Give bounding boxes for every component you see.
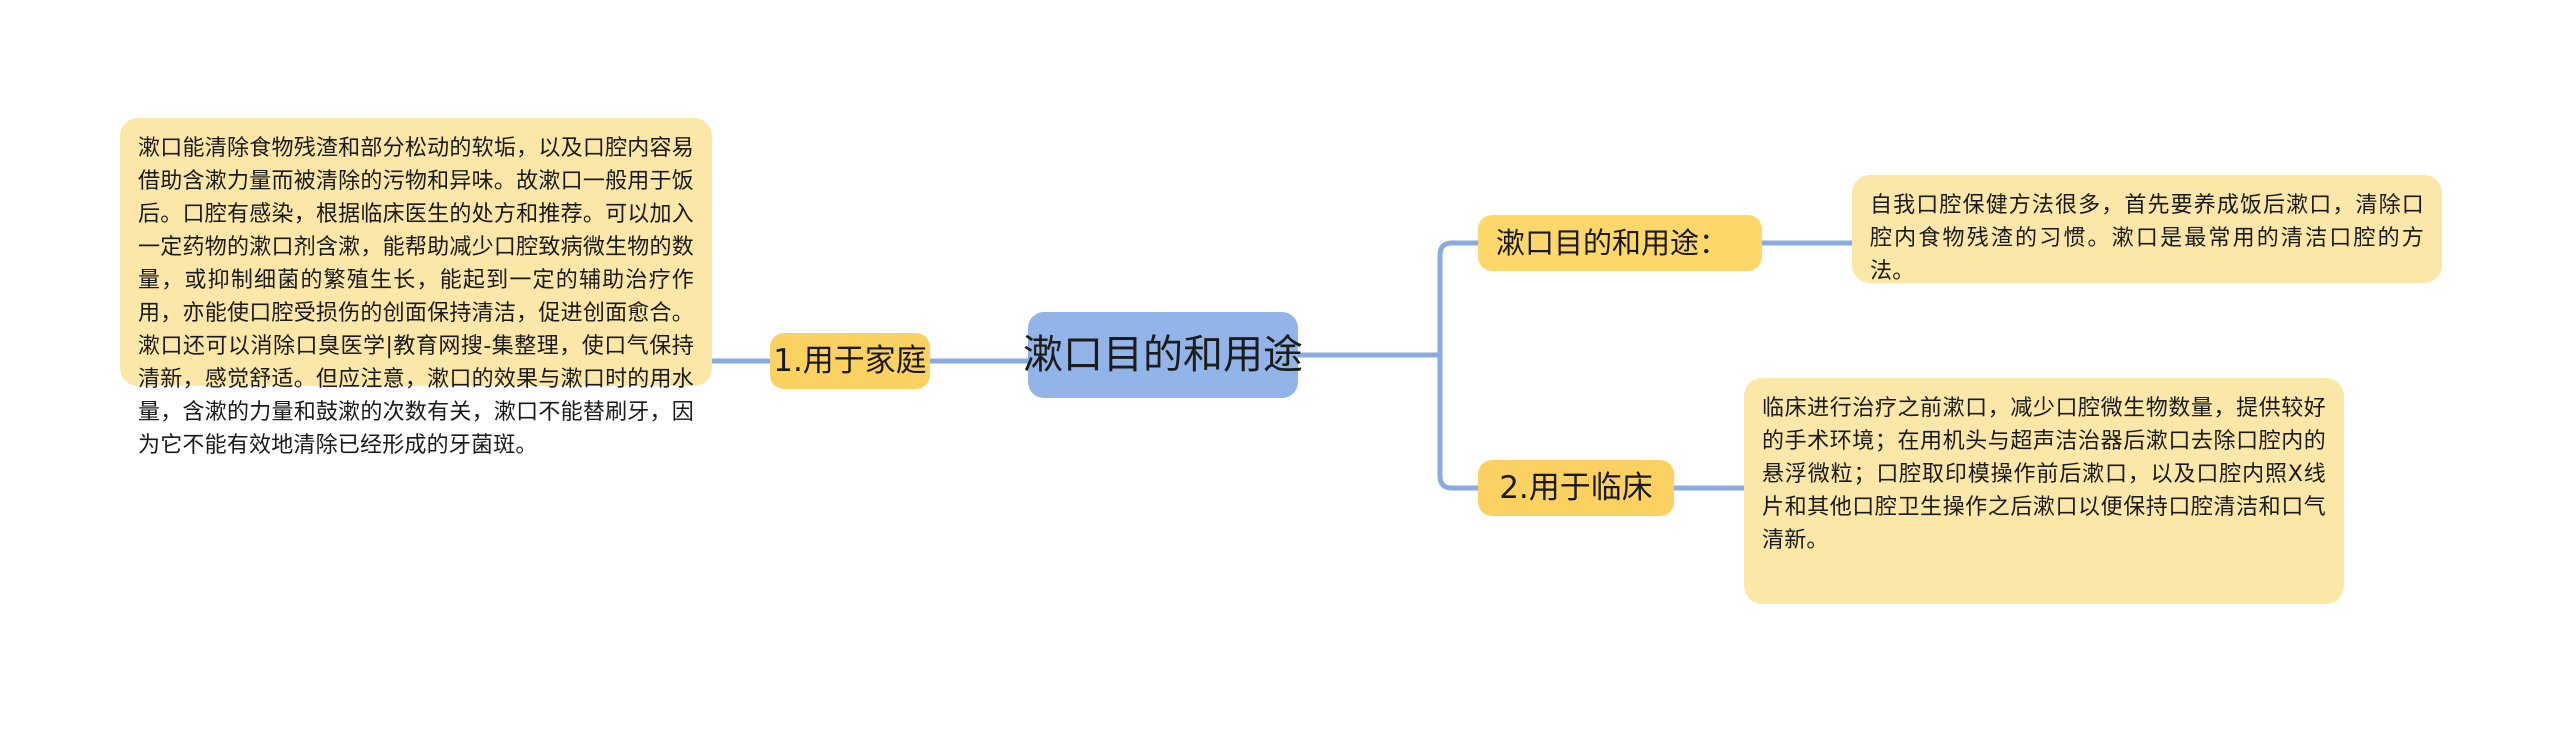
branch-node-clinic[interactable]: 2.用于临床 [1478,460,1674,516]
branch-node-home[interactable]: 1.用于家庭 [770,333,930,389]
branch-node-purpose[interactable]: 漱口目的和用途： [1478,215,1762,271]
leaf-home-description[interactable]: 漱口能清除食物残渣和部分松动的软垢，以及口腔内容易借助含漱力量而被清除的污物和异… [120,118,712,458]
root-node[interactable]: 漱口目的和用途 [1023,312,1303,398]
connector-fork-to-clinic [1437,352,1481,491]
leaf-clinic-description[interactable]: 临床进行治疗之前漱口，减少口腔微生物数量，提供较好的手术环境；在用机头与超声洁治… [1744,378,2344,604]
leaf-purpose-description[interactable]: 自我口腔保健方法很多，首先要养成饭后漱口，清除口腔内食物残渣的习惯。漱口是最常用… [1852,175,2442,284]
connector-fork-to-purpose [1437,240,1481,358]
